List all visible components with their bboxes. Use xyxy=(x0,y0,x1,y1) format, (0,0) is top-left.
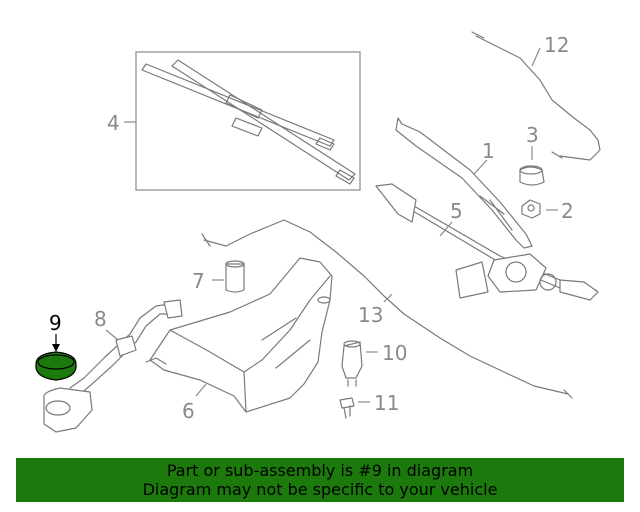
part-1-wiper-arm xyxy=(395,117,533,249)
leader-5 xyxy=(439,221,453,237)
part-12-washer-hose xyxy=(471,31,601,161)
leader-9-arrowhead xyxy=(52,344,60,352)
callout-4: 4 xyxy=(107,111,120,135)
part-9-filler-cap-highlighted xyxy=(35,351,77,381)
part-13-washer-hose xyxy=(201,219,573,399)
callout-11: 11 xyxy=(374,391,399,415)
part-8-filler-neck xyxy=(43,299,183,433)
part-11-bolt xyxy=(339,397,355,419)
callout-1: 1 xyxy=(482,139,495,163)
leader-6 xyxy=(195,383,207,397)
callout-13: 13 xyxy=(358,303,383,327)
callout-12: 12 xyxy=(544,33,569,57)
callout-5: 5 xyxy=(450,199,463,223)
part-4-wiper-blades xyxy=(135,51,361,191)
leader-12 xyxy=(531,47,541,67)
leader-8 xyxy=(105,329,119,341)
callout-10: 10 xyxy=(382,341,407,365)
part-7-filter xyxy=(225,260,245,293)
callout-6: 6 xyxy=(182,399,195,423)
banner-line-1: Part or sub-assembly is #9 in diagram xyxy=(166,461,474,480)
part-2-nut xyxy=(521,199,541,219)
part-3-cap xyxy=(519,165,545,186)
callout-3: 3 xyxy=(526,123,539,147)
callout-9: 9 xyxy=(49,311,62,335)
part-5-linkage-motor xyxy=(375,183,599,301)
callout-2: 2 xyxy=(561,199,574,223)
callout-8: 8 xyxy=(94,307,107,331)
part-6-washer-reservoir xyxy=(145,257,333,413)
banner-line-2: Diagram may not be specific to your vehi… xyxy=(142,480,498,499)
callout-7: 7 xyxy=(192,269,205,293)
info-banner: Part or sub-assembly is #9 in diagram Di… xyxy=(16,458,624,502)
leader-1 xyxy=(473,159,488,175)
leader-13 xyxy=(383,293,393,303)
part-10-washer-pump xyxy=(341,340,363,387)
